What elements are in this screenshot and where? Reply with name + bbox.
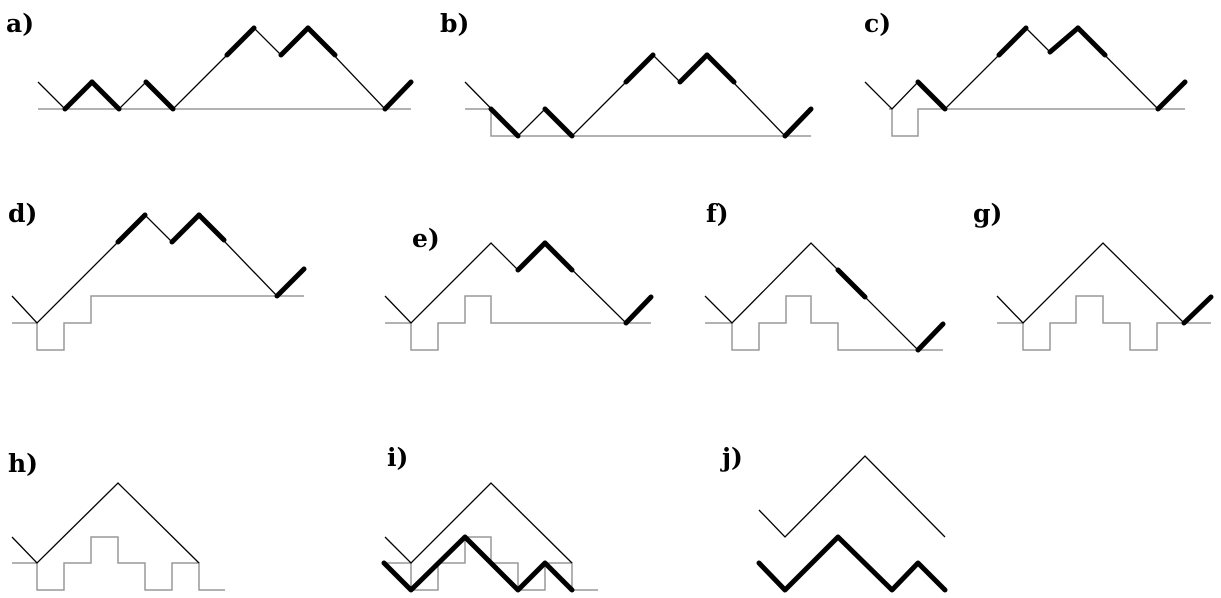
bold-steps: [915, 25, 1188, 112]
panel-label-h: h): [8, 449, 38, 478]
staircase: [465, 108, 811, 137]
panel-label-j: j): [720, 443, 743, 472]
lattice-path: [11, 214, 305, 324]
staircase: [12, 295, 304, 351]
panel-label-b: b): [440, 9, 469, 38]
lattice-path: [758, 455, 946, 538]
lattice-path: [996, 242, 1212, 324]
staircase: [997, 295, 1211, 351]
staircase: [889, 108, 1185, 137]
lattice-path: [704, 242, 944, 351]
lattice-path: [384, 482, 573, 564]
panel-label-e: e): [412, 224, 440, 253]
panel-f: f): [704, 199, 946, 353]
panel-e: e): [384, 224, 654, 351]
staircase: [385, 536, 598, 591]
panel-label-f: f): [706, 199, 729, 228]
panel-d: d): [8, 199, 307, 351]
panel-label-d: d): [8, 199, 37, 228]
bold-steps: [1181, 294, 1214, 326]
panel-label-a: a): [6, 9, 34, 38]
panel-g: g): [973, 199, 1214, 351]
panel-c: c): [864, 9, 1188, 137]
panel-a: a): [6, 9, 414, 112]
bold-steps: [488, 52, 814, 139]
bold-steps: [835, 267, 946, 353]
lattice-path: [11, 482, 200, 564]
staircase: [385, 295, 651, 351]
lattice-path: [384, 242, 652, 324]
panel-label-g: g): [973, 199, 1002, 228]
panel-i: i): [381, 443, 598, 593]
panel-j: j): [720, 443, 948, 593]
staircase: [12, 536, 225, 591]
bold-steps: [115, 212, 307, 299]
bold-path: [756, 534, 948, 593]
bold-steps: [515, 240, 654, 326]
bold-path: [381, 534, 575, 593]
panel-label-c: c): [864, 9, 891, 38]
panel-h: h): [8, 449, 225, 591]
staircase: [705, 295, 943, 351]
lattice-path: [37, 27, 412, 110]
panel-label-i: i): [387, 443, 408, 472]
lattice-path: [864, 27, 1186, 110]
bold-steps: [62, 25, 414, 112]
panel-b: b): [440, 9, 814, 139]
